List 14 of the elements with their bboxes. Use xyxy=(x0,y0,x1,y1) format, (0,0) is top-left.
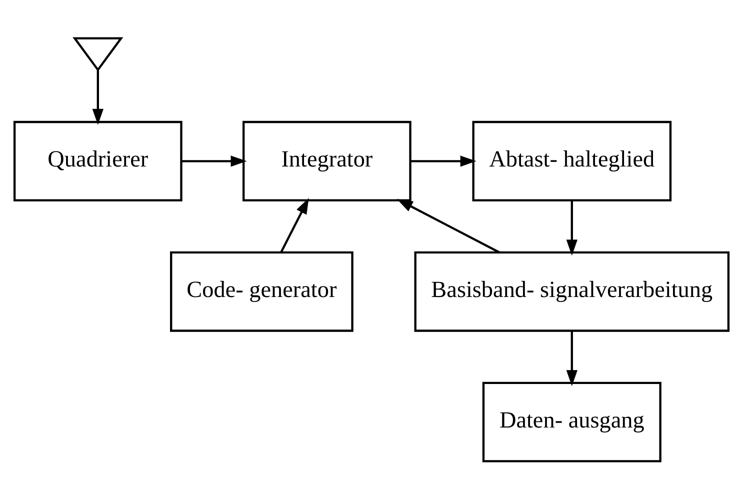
arrow xyxy=(566,331,578,386)
node-box: Quadrierer xyxy=(13,120,182,202)
arrow xyxy=(280,198,309,253)
node-box: Code- generator xyxy=(170,251,354,332)
node-triangle xyxy=(72,37,124,72)
node-box: Daten- ausgang xyxy=(482,382,662,462)
node-box: Abtast- halteglied xyxy=(472,120,672,202)
arrow xyxy=(182,156,247,167)
arrow xyxy=(396,199,500,254)
arrow xyxy=(566,200,578,256)
node-box: Integrator xyxy=(242,120,412,202)
node-box: Basisband- signalverarbeitung xyxy=(414,251,730,332)
arrow xyxy=(410,156,476,167)
arrow xyxy=(92,70,104,125)
